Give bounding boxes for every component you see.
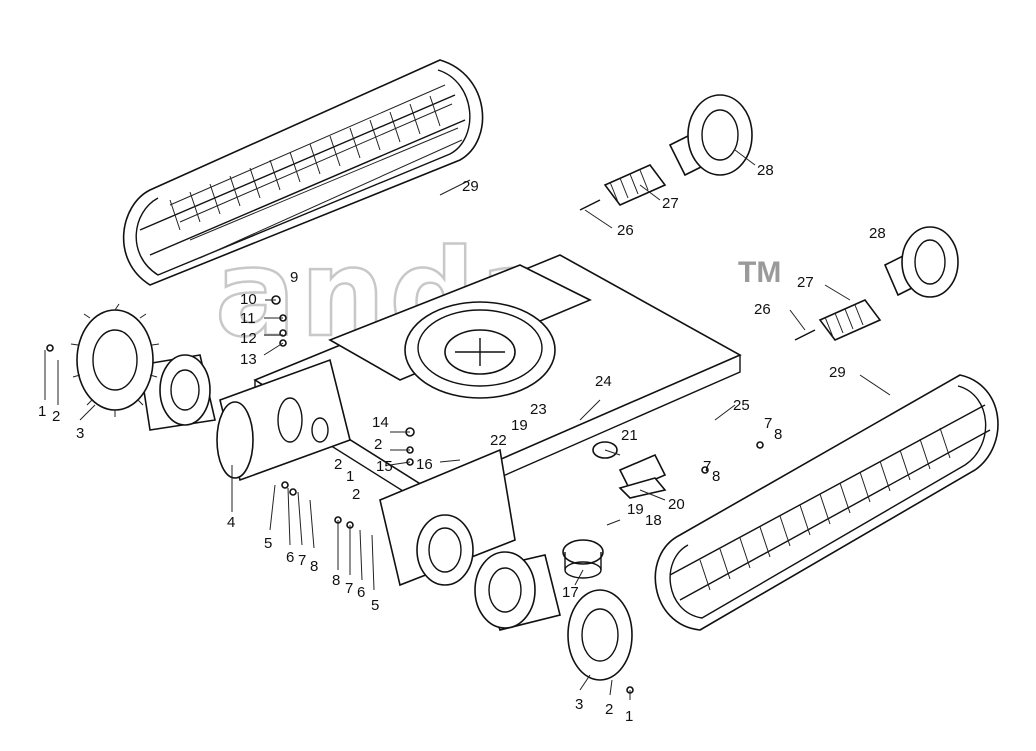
label-22: 22 — [490, 432, 507, 449]
label-2: 2 — [52, 408, 60, 425]
label-2: 2 — [352, 486, 360, 503]
sprocket-left — [70, 303, 160, 417]
idler-assembly-upper — [579, 94, 753, 211]
drive-motor-left — [139, 354, 216, 431]
label-11: 11 — [240, 310, 256, 327]
label-4: 4 — [227, 514, 235, 531]
label-8: 8 — [332, 572, 340, 589]
idler-assembly-lower — [794, 226, 959, 341]
label-2: 2 — [374, 436, 382, 453]
label-19: 19 — [511, 417, 528, 434]
label-8: 8 — [774, 426, 782, 443]
side-frame-right — [379, 448, 516, 587]
label-26: 26 — [754, 301, 771, 318]
label-23: 23 — [530, 401, 547, 418]
leader-lines — [44, 149, 891, 700]
label-29: 29 — [462, 178, 479, 195]
label-24: 24 — [595, 373, 612, 390]
label-9: 9 — [290, 269, 298, 286]
label-5: 5 — [371, 597, 379, 614]
center-swivel-joint — [562, 539, 604, 579]
label-17: 17 — [562, 584, 579, 601]
label-12: 12 — [240, 330, 257, 347]
track-upper-left — [122, 59, 484, 286]
hardware-small — [46, 295, 764, 694]
label-7: 7 — [345, 580, 353, 597]
label-3: 3 — [76, 425, 84, 442]
label-7: 7 — [703, 458, 711, 475]
side-frame-left — [216, 358, 351, 482]
label-16: 16 — [416, 456, 433, 473]
label-19: 19 — [627, 501, 644, 518]
label-25: 25 — [733, 397, 750, 414]
label-10: 10 — [240, 291, 257, 308]
label-29: 29 — [829, 364, 846, 381]
label-28: 28 — [757, 162, 774, 179]
label-1: 1 — [346, 468, 354, 485]
track-lower-right — [654, 374, 999, 631]
label-21: 21 — [621, 427, 638, 444]
label-26: 26 — [617, 222, 634, 239]
label-6: 6 — [357, 584, 365, 601]
sprocket-right — [567, 589, 633, 681]
label-8: 8 — [712, 468, 720, 485]
label-20: 20 — [668, 496, 685, 513]
label-6: 6 — [286, 549, 294, 566]
label-18: 18 — [645, 512, 662, 529]
label-13: 13 — [240, 351, 257, 368]
label-2: 2 — [605, 701, 613, 718]
label-5: 5 — [264, 535, 272, 552]
label-7: 7 — [764, 415, 772, 432]
drive-motor-right — [474, 551, 561, 631]
label-2: 2 — [334, 456, 342, 473]
label-1: 1 — [38, 403, 46, 420]
slewing-ring — [404, 301, 556, 399]
label-1: 1 — [625, 708, 633, 725]
label-14: 14 — [372, 414, 389, 431]
part-labels: 1 2 3 4 5 6 7 8 8 7 6 5 9 10 11 12 13 14… — [38, 162, 886, 725]
watermark-tm: TM — [738, 256, 781, 289]
label-27: 27 — [797, 274, 814, 291]
label-28: 28 — [869, 225, 886, 242]
label-3: 3 — [575, 696, 583, 713]
label-7: 7 — [298, 552, 306, 569]
label-27: 27 — [662, 195, 679, 212]
label-15: 15 — [376, 458, 393, 475]
label-8: 8 — [310, 558, 318, 575]
